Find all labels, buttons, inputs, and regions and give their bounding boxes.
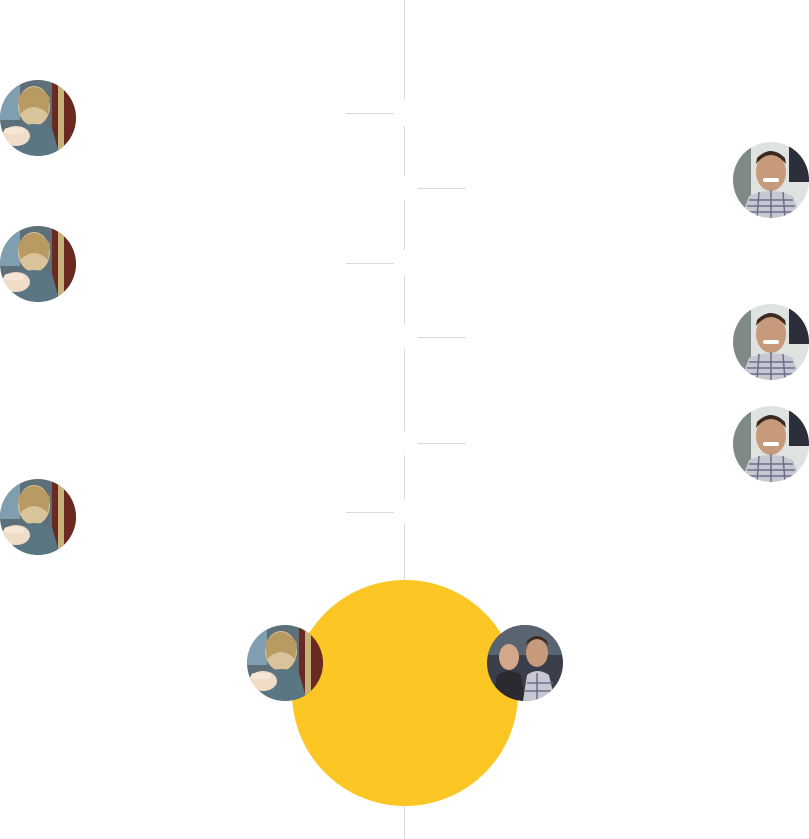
woman-portrait-icon (0, 479, 76, 555)
man-portrait-icon (733, 304, 809, 380)
two-men-portrait-icon (487, 625, 563, 701)
timeline-tick-left (346, 113, 394, 114)
timeline-line (404, 126, 405, 176)
timeline-line (404, 349, 405, 431)
timeline-line (404, 200, 405, 250)
accent-circle (292, 580, 518, 806)
timeline-tick-right (418, 443, 466, 444)
avatar-woman[interactable] (0, 226, 76, 302)
timeline-tick-left (346, 263, 394, 264)
man-portrait-icon (733, 406, 809, 482)
woman-portrait-icon (0, 80, 76, 156)
timeline-line (404, 275, 405, 325)
avatar-woman[interactable] (0, 479, 76, 555)
avatar-man[interactable] (733, 142, 809, 218)
timeline-tick-left (346, 512, 394, 513)
timeline-line (404, 0, 405, 100)
avatar-man[interactable] (733, 406, 809, 482)
woman-portrait-icon (247, 625, 323, 701)
timeline-tick-right (418, 188, 466, 189)
avatar-woman[interactable] (0, 80, 76, 156)
footer-avatar-woman[interactable] (247, 625, 323, 701)
woman-portrait-icon (0, 226, 76, 302)
footer-avatar-men[interactable] (487, 625, 563, 701)
avatar-man[interactable] (733, 304, 809, 380)
timeline-line (404, 455, 405, 500)
timeline-tick-right (418, 337, 466, 338)
man-portrait-icon (733, 142, 809, 218)
